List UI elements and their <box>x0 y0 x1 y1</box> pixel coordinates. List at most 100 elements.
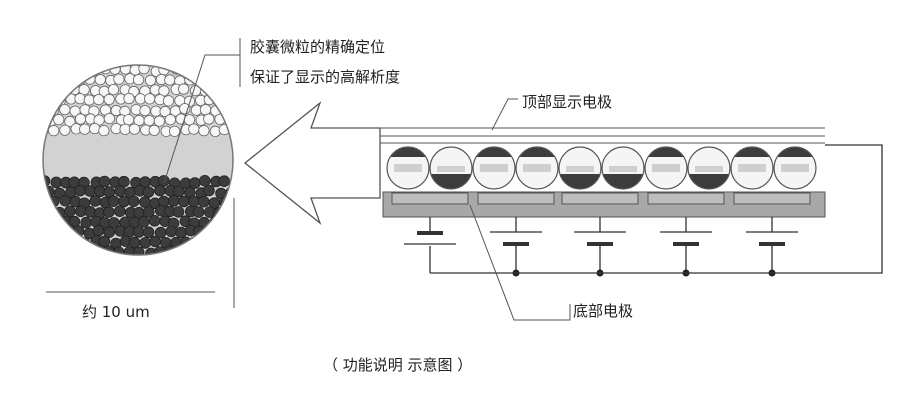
dark-particle <box>175 226 187 239</box>
white-particle <box>43 75 55 87</box>
electrode-pad-4 <box>647 192 725 205</box>
white-particle <box>188 123 200 135</box>
dark-particle <box>183 246 196 255</box>
dark-particle <box>213 247 225 255</box>
dark-band <box>559 174 601 189</box>
dark-particle <box>225 227 233 240</box>
dark-particle <box>204 246 217 255</box>
white-particle <box>123 114 135 126</box>
dark-particle <box>74 184 86 197</box>
electrode-pad-3 <box>561 192 639 205</box>
dark-particle <box>54 227 67 239</box>
white-particle <box>59 83 71 95</box>
dark-particle <box>204 227 216 239</box>
dark-particle <box>218 235 231 247</box>
white-particle <box>162 95 175 107</box>
dark-particle <box>53 245 65 255</box>
white-particle <box>134 93 146 105</box>
top-electrode <box>380 127 825 144</box>
dark-particle <box>167 195 180 207</box>
dark-particle <box>92 224 105 237</box>
white-particle <box>218 83 230 95</box>
dark-particle <box>63 245 75 255</box>
dark-particle <box>199 175 211 187</box>
mid-band <box>652 164 680 172</box>
white-particle <box>107 84 120 96</box>
dark-particle <box>60 235 72 248</box>
white-particle <box>48 65 60 75</box>
capsule-4 <box>515 146 559 190</box>
dark-particle <box>73 246 86 255</box>
dark-particle <box>142 226 155 239</box>
dark-particle <box>43 224 55 237</box>
capsule-row <box>386 146 817 190</box>
mid-band <box>437 166 465 172</box>
dark-band <box>731 147 773 157</box>
dark-particle <box>80 216 92 229</box>
capsule-outline <box>558 146 602 190</box>
dark-particle <box>218 175 231 188</box>
capsule-note-line2: 保证了显示的高解析度 <box>250 68 401 86</box>
white-particle <box>98 125 110 137</box>
white-particle <box>169 125 181 137</box>
white-particle <box>219 65 231 76</box>
white-particle <box>179 65 191 76</box>
top-electrode-label: 顶部显示电极 <box>522 93 613 111</box>
dark-particle <box>98 235 111 248</box>
dark-band <box>645 147 687 157</box>
white-particle <box>59 104 71 116</box>
electrode-pads <box>391 192 811 205</box>
dark-particle <box>209 215 222 228</box>
white-particle <box>164 74 176 86</box>
dark-particle <box>198 195 210 208</box>
dark-particle <box>175 246 188 255</box>
dark-particle <box>114 205 126 218</box>
capsule-outline <box>644 146 688 190</box>
dark-particle <box>165 225 178 238</box>
dark-particle <box>107 195 120 208</box>
dark-particle <box>209 236 221 248</box>
white-particle <box>213 75 225 87</box>
mid-band <box>566 166 594 172</box>
capsule-3 <box>472 146 516 190</box>
dark-particle <box>139 237 152 249</box>
dark-particle <box>108 217 120 229</box>
dark-particle <box>83 245 96 255</box>
white-particle <box>93 94 105 106</box>
white-particle <box>203 94 215 106</box>
mid-band <box>523 164 551 172</box>
dark-band <box>430 174 472 189</box>
capsule-outline <box>773 146 817 190</box>
white-particle <box>89 123 101 135</box>
white-particle <box>63 75 75 87</box>
dark-particle <box>203 184 215 197</box>
dark-particle <box>173 185 185 198</box>
dark-particle <box>64 205 76 218</box>
white-particle <box>223 93 233 105</box>
dark-particle <box>220 215 232 227</box>
white-particle <box>94 74 106 86</box>
white-particle <box>199 104 212 116</box>
dark-particle <box>200 235 213 247</box>
capsule-5 <box>558 146 602 190</box>
dark-band <box>602 174 644 189</box>
dark-particle <box>133 226 145 238</box>
dark-particle <box>172 206 185 218</box>
white-particle <box>203 113 215 125</box>
white-particle <box>59 124 71 136</box>
dark-particle <box>50 217 63 229</box>
dark-particle <box>154 184 166 197</box>
dark-particle <box>84 206 97 218</box>
dark-particle <box>118 195 130 208</box>
capsule-6 <box>601 146 645 190</box>
dark-particle <box>84 185 96 197</box>
bottom-electrode-leader <box>469 204 571 321</box>
white-particle <box>209 125 221 137</box>
capsule-outline <box>687 146 731 190</box>
white-particle <box>113 73 125 85</box>
white-particle <box>64 115 76 128</box>
diagram-caption: （ 功能说明 示意图 ） <box>323 356 473 374</box>
dark-particle <box>143 206 155 218</box>
white-particle <box>43 93 55 105</box>
white-particle <box>53 74 66 86</box>
